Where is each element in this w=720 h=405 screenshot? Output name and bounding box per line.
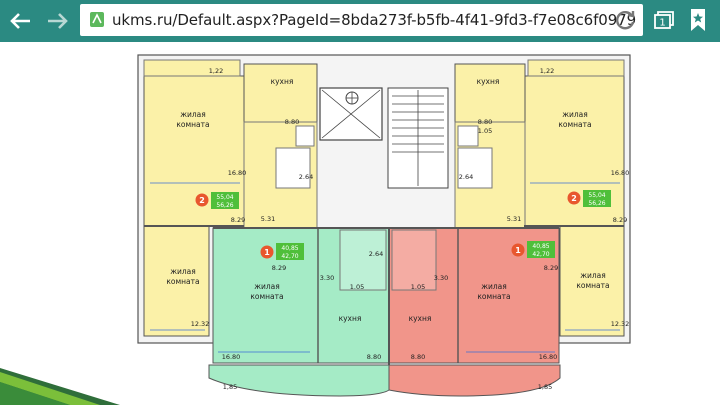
badge-right-two: 2 55,04 56,26 — [567, 190, 611, 207]
svg-text:1,22: 1,22 — [209, 67, 223, 75]
svg-text:8.29: 8.29 — [272, 264, 286, 272]
svg-text:5.31: 5.31 — [507, 215, 521, 223]
svg-text:1.05: 1.05 — [350, 283, 364, 291]
svg-text:2: 2 — [199, 196, 205, 205]
svg-text:56,26: 56,26 — [216, 202, 233, 209]
svg-text:8.80: 8.80 — [478, 118, 492, 126]
svg-text:3.30: 3.30 — [320, 274, 334, 282]
svg-text:8.29: 8.29 — [231, 216, 245, 224]
room-kitchen-tl: кухня — [271, 77, 294, 86]
badge-green-one: 1 40,85 42,70 — [260, 243, 304, 260]
svg-text:40,85: 40,85 — [532, 243, 549, 250]
svg-text:8.29: 8.29 — [613, 216, 627, 224]
svg-text:1,85: 1,85 — [538, 383, 552, 391]
svg-text:1: 1 — [515, 246, 521, 255]
svg-text:55,04: 55,04 — [216, 194, 233, 201]
dimension-lines — [150, 182, 620, 353]
room-kitchen-red: кухня — [409, 314, 432, 323]
stairwell — [319, 87, 449, 189]
area-values: 1,22 1,22 8.80 8.80 1.05 2.64 2.64 16.80… — [191, 67, 630, 391]
svg-text:2.64: 2.64 — [299, 173, 313, 181]
svg-text:12.32: 12.32 — [191, 320, 210, 328]
svg-text:55,04: 55,04 — [588, 192, 605, 199]
svg-text:8.80: 8.80 — [411, 353, 425, 361]
arrow-right-icon — [48, 13, 68, 29]
site-favicon-icon — [90, 12, 104, 27]
room-kitchen-tr: кухня — [477, 77, 500, 86]
svg-text:8.80: 8.80 — [367, 353, 381, 361]
apartment-right — [454, 59, 625, 337]
svg-text:42,70: 42,70 — [281, 253, 298, 260]
tab-count: 1 — [659, 18, 665, 29]
arrow-left-icon — [10, 13, 30, 29]
bookmark-button[interactable] — [690, 8, 706, 32]
decorative-stripe — [0, 368, 120, 405]
svg-text:16.80: 16.80 — [539, 353, 558, 361]
svg-text:16.80: 16.80 — [222, 353, 241, 361]
walls — [144, 225, 624, 365]
svg-text:12.32: 12.32 — [611, 320, 630, 328]
svg-text:1,22: 1,22 — [540, 67, 554, 75]
bookmark-icon — [691, 9, 705, 31]
badge-red-one: 1 40,85 42,70 — [511, 241, 555, 258]
svg-text:1.05: 1.05 — [411, 283, 425, 291]
svg-text:1,85: 1,85 — [223, 383, 237, 391]
svg-text:5.31: 5.31 — [261, 215, 275, 223]
back-button[interactable] — [4, 5, 36, 37]
svg-text:8.80: 8.80 — [285, 118, 299, 126]
forward-button[interactable] — [42, 5, 74, 37]
browser-toolbar: ukms.ru/Default.aspx?PageId=8bda273f-b5f… — [0, 0, 720, 42]
svg-text:16.80: 16.80 — [228, 169, 247, 177]
svg-text:2.64: 2.64 — [369, 250, 383, 258]
svg-text:8.29: 8.29 — [544, 264, 558, 272]
svg-text:56,26: 56,26 — [588, 200, 605, 207]
svg-text:16.80: 16.80 — [611, 169, 630, 177]
svg-text:1.05: 1.05 — [478, 127, 492, 135]
tabs-icon: 1 — [654, 11, 674, 29]
svg-text:2: 2 — [571, 194, 577, 203]
tab-switcher-button[interactable]: 1 — [652, 9, 674, 29]
address-bar[interactable]: ukms.ru/Default.aspx?PageId=8bda273f-b5f… — [80, 4, 643, 36]
badge-left-two: 2 55,04 56,26 — [195, 192, 239, 209]
svg-text:2.64: 2.64 — [459, 173, 473, 181]
svg-text:1: 1 — [264, 248, 270, 257]
svg-text:40,85: 40,85 — [281, 245, 298, 252]
url-text: ukms.ru/Default.aspx?PageId=8bda273f-b5f… — [112, 11, 637, 29]
reload-icon[interactable] — [613, 8, 637, 32]
svg-text:42,70: 42,70 — [532, 251, 549, 258]
room-kitchen-green: кухня — [339, 314, 362, 323]
svg-text:3.30: 3.30 — [434, 274, 448, 282]
